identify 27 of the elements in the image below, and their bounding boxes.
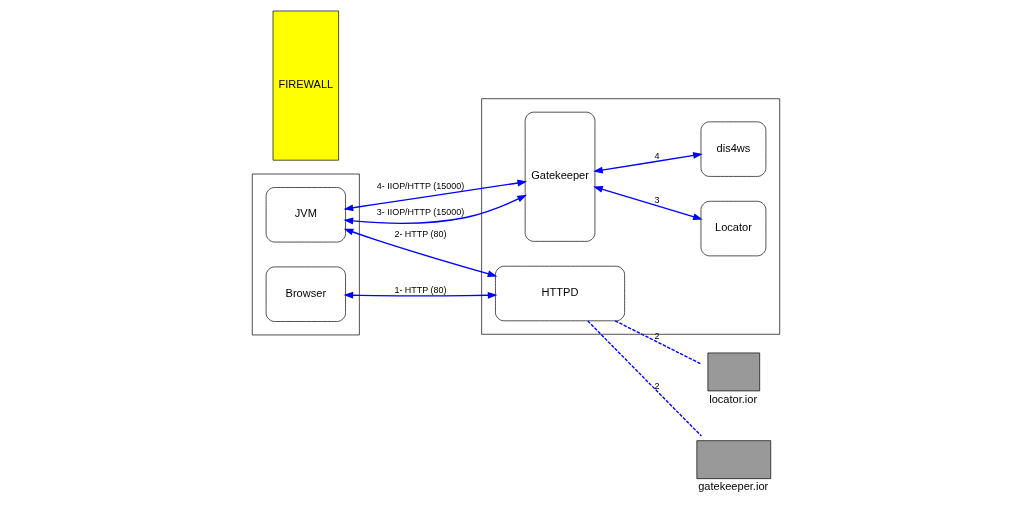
edge-label: 1- HTTP (80) [394,285,447,296]
cluster [481,98,781,335]
edge-label: 2 [654,331,660,342]
connector [614,320,702,365]
node-box: dis4ws [700,121,767,177]
arrow [343,291,498,299]
node-box: FIREWALL [272,10,339,161]
node-box: Browser [265,266,346,322]
arrow [343,179,528,212]
edge-label: 4- IIOP/HTTP (15000) [376,181,465,192]
arrow [343,228,498,278]
edge-label: 3- IIOP/HTTP (15000) [376,207,465,218]
node-label: locator.ior [709,392,758,405]
edge-label: 3 [654,195,660,206]
edge-label: 2 [654,381,660,392]
node-box: Gatekeeper [524,111,596,242]
node-label: gatekeeper.ior [698,480,769,493]
edge-label: 4 [654,151,660,162]
node-box: JVM [265,187,346,243]
node-box: Locator [700,200,767,257]
connector [587,320,703,437]
arrow [343,194,527,225]
arrow [593,186,703,220]
node-box: HTTPD [495,265,625,322]
cluster [251,173,360,336]
arrow [593,152,703,174]
edge-label: 2- HTTP (80) [394,229,447,240]
